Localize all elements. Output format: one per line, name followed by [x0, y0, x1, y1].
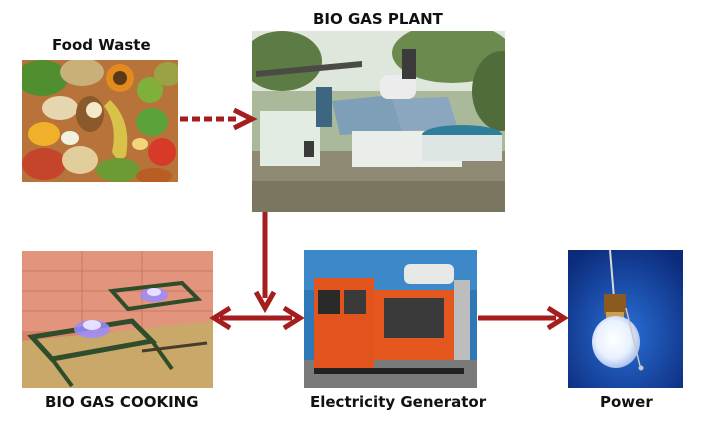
food-waste-image: [22, 60, 178, 182]
power-label: Power: [600, 393, 653, 411]
bio-gas-cooking-image: [22, 251, 213, 388]
bio-gas-cooking-label: BIO GAS COOKING: [45, 393, 199, 411]
plant-down-arrow: [253, 212, 277, 314]
food-to-plant-arrow: [180, 107, 258, 131]
electricity-generator-image: [304, 250, 477, 388]
generator-to-power-arrow: [478, 305, 569, 331]
food-waste-label: Food Waste: [52, 36, 151, 54]
cooking-generator-double-arrow: [209, 305, 305, 331]
power-bulb-image: [568, 250, 683, 388]
bio-gas-plant-label: BIO GAS PLANT: [313, 10, 443, 28]
bio-gas-plant-image: [252, 31, 505, 212]
electricity-generator-label: Electricity Generator: [310, 393, 487, 411]
